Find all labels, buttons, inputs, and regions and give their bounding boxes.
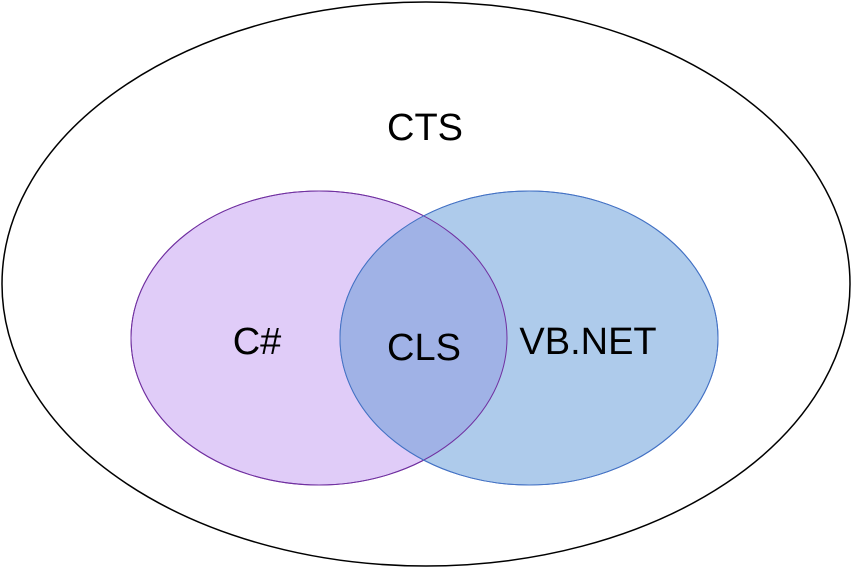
csharp-label: C# (233, 321, 282, 363)
cls-intersection-region (340, 191, 507, 485)
csharp-set-outline (130, 190, 508, 486)
vbnet-label: VB.NET (519, 321, 656, 363)
cls-label: CLS (387, 327, 461, 369)
vbnet-set-outline (339, 190, 719, 486)
cts-label: CTS (387, 107, 463, 149)
